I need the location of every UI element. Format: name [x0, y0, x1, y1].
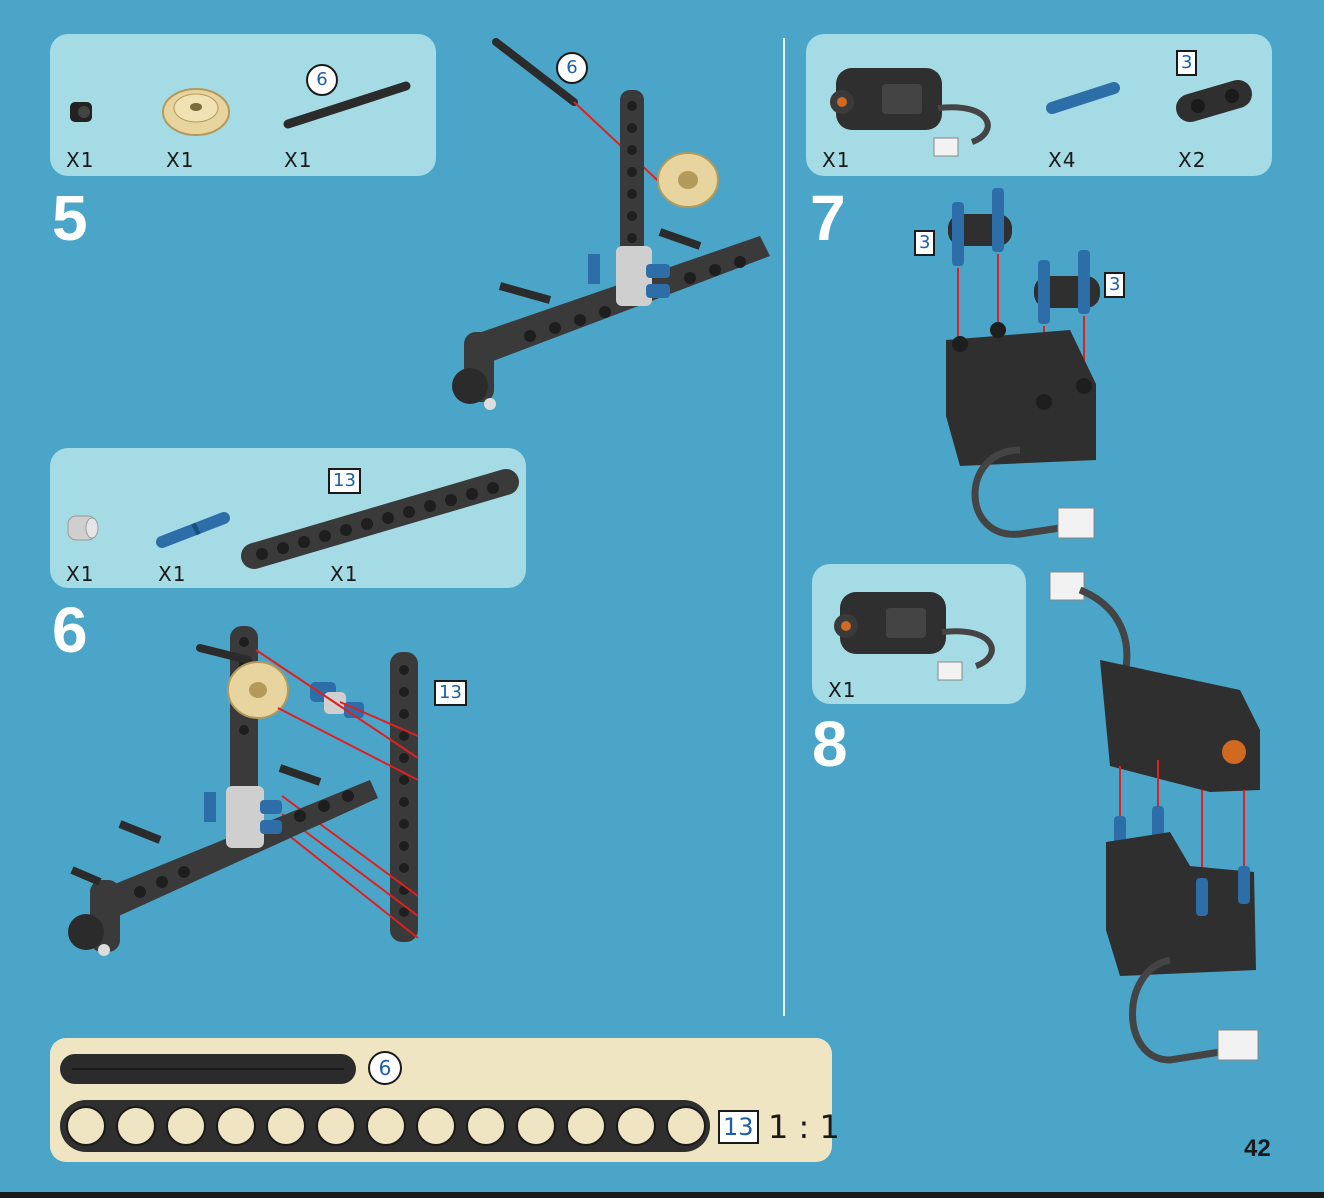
step6-assembly-illustration [60, 620, 460, 960]
part-qty: X1 [828, 678, 856, 702]
motor-icon [826, 588, 1006, 688]
step8-assembly-illustration [1040, 560, 1280, 1080]
beam-callout: 3 [914, 230, 935, 256]
step5-assembly-illustration [440, 36, 780, 426]
part-qty: X1 [284, 148, 312, 172]
scale-ratio: 1 : 1 [768, 1108, 840, 1146]
part-qty: X1 [158, 562, 186, 586]
beam-callout: 3 [1104, 272, 1125, 298]
beam-icon [1172, 78, 1256, 126]
bottom-bar [0, 1192, 1324, 1198]
step-number: 5 [52, 186, 88, 250]
part-qty: X1 [66, 148, 94, 172]
part-qty: X2 [1178, 148, 1206, 172]
part-qty: X1 [822, 148, 850, 172]
bushing-icon [62, 510, 106, 546]
axle-scale-icon [58, 1052, 358, 1086]
beam-scale-icon [58, 1098, 714, 1156]
beam-callout: 13 [434, 680, 467, 706]
gear-icon [160, 86, 232, 138]
beam-scale-label: 13 [718, 1110, 759, 1144]
page-number: 42 [1244, 1135, 1271, 1163]
part-qty: X1 [66, 562, 94, 586]
axle-callout: 6 [556, 52, 588, 84]
beam-length-label: 3 [1176, 50, 1197, 76]
part-qty: X1 [330, 562, 358, 586]
beam-icon [240, 464, 520, 574]
pin-icon [154, 508, 232, 552]
axle-scale-label: 6 [368, 1051, 402, 1085]
column-divider [783, 38, 785, 1016]
step-number: 8 [812, 712, 848, 776]
step7-assembly-illustration [900, 180, 1140, 560]
pin-icon [1044, 78, 1122, 118]
step-number: 7 [810, 186, 846, 250]
part-qty: X4 [1048, 148, 1076, 172]
axle-icon [282, 78, 412, 134]
part-qty: X1 [166, 148, 194, 172]
bush-icon [64, 96, 104, 128]
